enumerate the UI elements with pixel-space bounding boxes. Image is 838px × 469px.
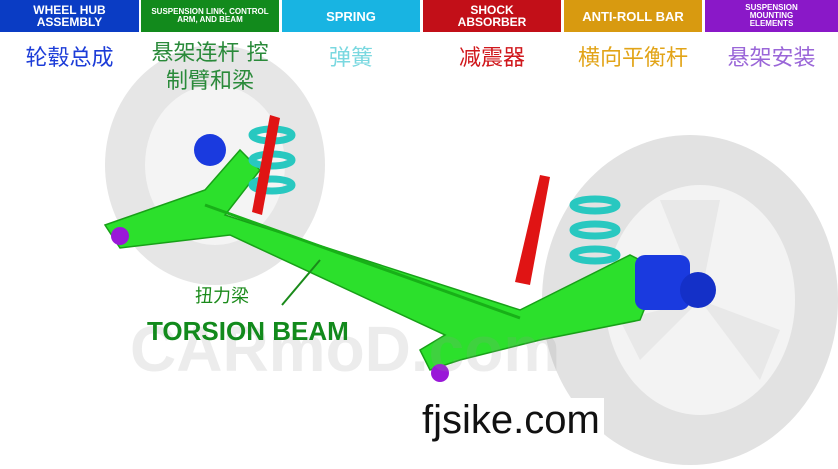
- shock-absorber-right: [515, 175, 550, 285]
- label-shock-zh: 减震器: [458, 46, 525, 71]
- torsion-beam-label: TORSION BEAM: [147, 316, 349, 346]
- shock-absorber-left: [252, 115, 280, 215]
- label-wheel-hub-zh: 轮毂总成: [25, 46, 114, 71]
- header-suspension-link: SUSPENSION LINK, CONTROL ARM, AND BEAM: [141, 0, 279, 32]
- mount-bushing-left: [111, 227, 129, 245]
- label-anti-roll-zh: 横向平衡杆: [577, 46, 688, 71]
- site-watermark: fjsike.com: [418, 398, 604, 443]
- watermark: CARmoD.com: [130, 313, 561, 385]
- header-anti-roll-bar: ANTI-ROLL BAR: [564, 0, 702, 32]
- label-spring-zh: 弹簧: [328, 46, 373, 71]
- label-suspension-link-zh: 悬架连杆 控制臂和梁: [151, 41, 269, 94]
- header-shock-absorber: SHOCK ABSORBER: [423, 0, 561, 32]
- spring-right: [569, 195, 621, 265]
- mount-bushing-right: [431, 364, 449, 382]
- header-mounting-elements: SUSPENSION MOUNTING ELEMENTS: [705, 0, 838, 32]
- label-mounting-zh: 悬架安装: [727, 46, 816, 71]
- wheel-hub-left: [194, 134, 226, 166]
- torsion-beam-label-zh: 扭力梁: [195, 286, 249, 307]
- wheel-hub-right: [635, 255, 716, 310]
- header-spring: SPRING: [282, 0, 420, 32]
- header-wheel-hub: WHEEL HUB ASSEMBLY: [0, 0, 139, 32]
- callout-line: [281, 259, 321, 306]
